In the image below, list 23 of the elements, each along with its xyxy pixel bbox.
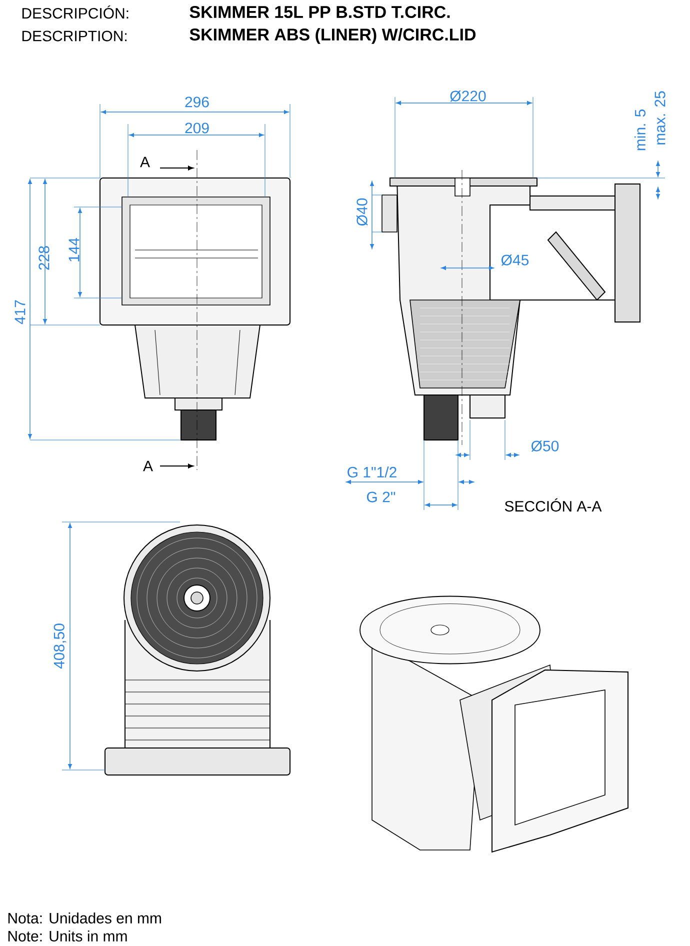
dimension-label: Ø40 [356,198,368,226]
section-label: A [143,460,153,472]
dimension-label: Ø45 [501,254,529,266]
dimension-label: 144 [68,238,80,262]
dimension-label: max. 25 [654,91,666,144]
dimension-label: Ø50 [531,440,559,452]
title-text: SKIMMER ABS (LINER) W/CIRC.LID [190,28,476,44]
dimension-label: min. 5 [634,110,646,150]
dimension-label: 209 [185,122,209,134]
dimension-label: 408,50 [54,624,66,669]
dimension-label: G 1"1/2 [348,466,396,478]
section-label: SECCIÓN A-A [504,498,602,512]
dimension-label: 296 [185,96,209,108]
dimension-label: G 2" [367,492,396,502]
heading-label: DESCRIPCIÓN: [22,5,128,19]
dimension-label: Ø220 [450,90,486,102]
note-text: Nota: Unidades en mm [8,912,161,924]
title-text: SKIMMER 15L PP B.STD T.CIRC. [190,6,450,18]
dimension-label: 417 [14,300,26,324]
dimension-label: 228 [38,246,50,270]
heading-label: DESCRIPTION: [22,30,126,42]
note-text: Note: Units in mm [8,930,127,942]
section-label: A [140,156,150,168]
